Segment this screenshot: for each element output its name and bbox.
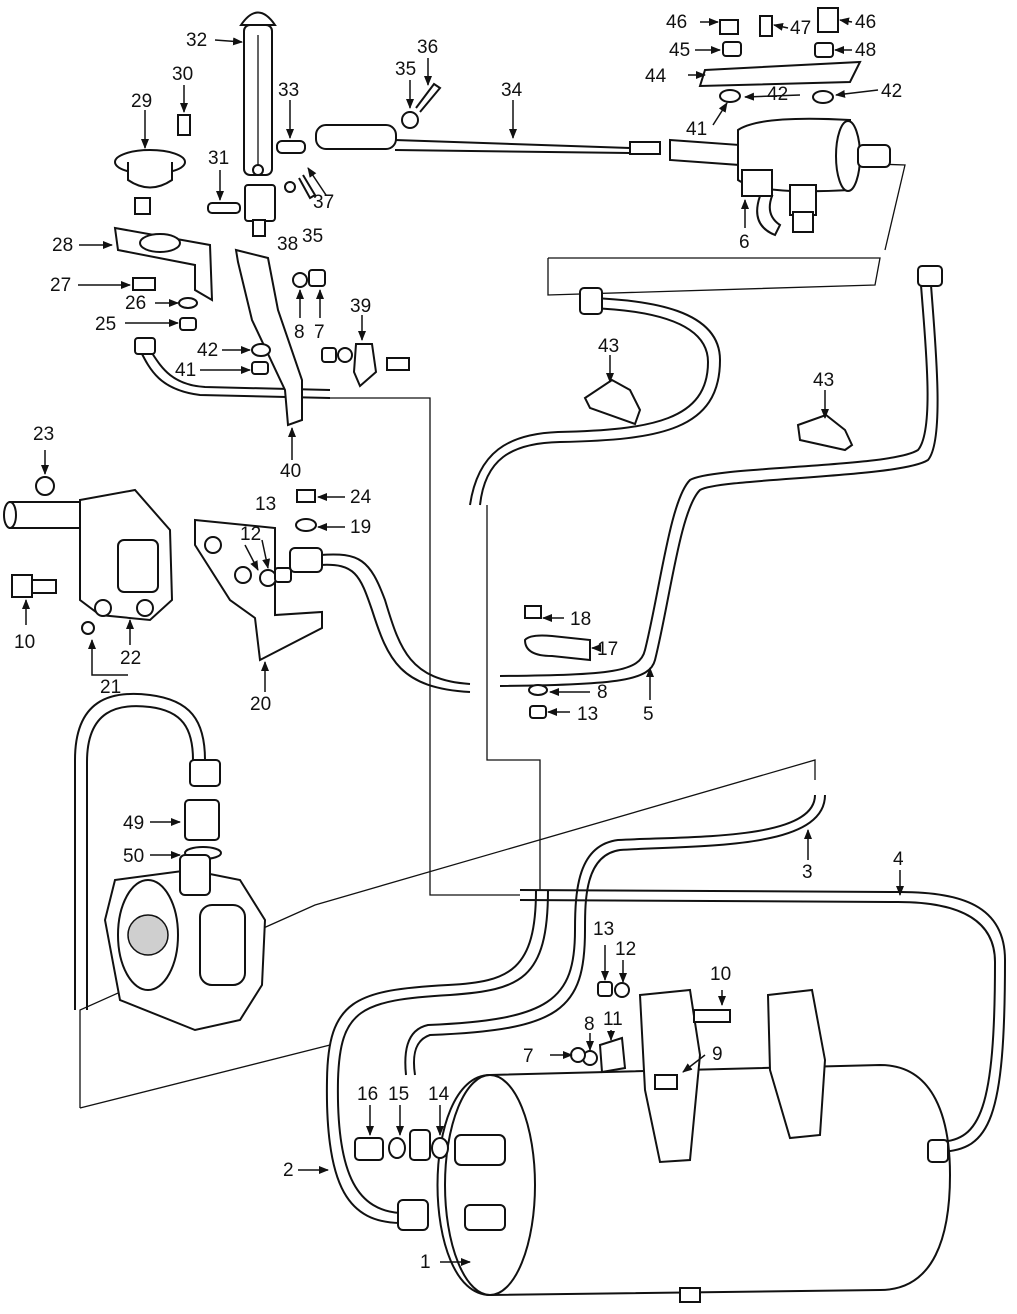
clevis-pin <box>207 202 241 214</box>
callout-22: 22 <box>120 648 141 669</box>
callout-10: 10 <box>14 632 35 653</box>
callout-29: 29 <box>131 91 152 112</box>
callout-8b: 8 <box>597 682 608 703</box>
callout-24: 24 <box>350 487 372 508</box>
rod-yoke <box>315 124 397 150</box>
callout-7: 7 <box>314 322 325 343</box>
callout-38: 38 <box>277 234 298 255</box>
callout-13b: 13 <box>577 704 598 725</box>
callout-46b: 46 <box>855 12 876 33</box>
callout-14: 14 <box>428 1084 450 1105</box>
callout-13c: 13 <box>593 919 614 940</box>
callout-42c: 42 <box>881 81 902 102</box>
hose-clip <box>321 343 410 388</box>
callout-1: 1 <box>420 1252 431 1273</box>
callout-25: 25 <box>95 314 116 335</box>
callout-36: 36 <box>417 37 438 58</box>
callout-labels: 1 2 3 4 5 6 7 7 8 8 8 9 10 10 11 12 12 1… <box>14 12 904 1273</box>
callout-7b: 7 <box>523 1046 534 1067</box>
callout-2: 2 <box>283 1160 294 1181</box>
callout-45: 45 <box>669 40 690 61</box>
lever-bracket <box>234 248 303 427</box>
callout-23: 23 <box>33 424 54 445</box>
callout-44: 44 <box>645 66 667 87</box>
air-reservoir-tank <box>397 988 952 1303</box>
callout-37: 37 <box>313 192 334 213</box>
callout-11: 11 <box>603 1009 623 1030</box>
callout-35b: 35 <box>302 226 323 247</box>
callout-32: 32 <box>186 30 207 51</box>
callout-8c: 8 <box>584 1014 595 1035</box>
callout-41b: 41 <box>686 119 707 140</box>
callout-4: 4 <box>893 849 904 870</box>
callout-5: 5 <box>643 704 654 725</box>
mounting-bracket <box>113 114 214 302</box>
callout-43b: 43 <box>813 370 834 391</box>
callout-16: 16 <box>357 1084 378 1105</box>
callout-46: 46 <box>666 12 687 33</box>
callout-10b: 10 <box>710 964 731 985</box>
callout-12: 12 <box>240 524 261 545</box>
callout-30: 30 <box>172 64 193 85</box>
callout-27: 27 <box>50 275 71 296</box>
callout-50: 50 <box>123 846 144 867</box>
callout-17: 17 <box>597 639 618 660</box>
callout-34: 34 <box>501 80 523 101</box>
callout-33: 33 <box>278 80 299 101</box>
valve-mounting-bracket <box>194 518 323 662</box>
callout-40: 40 <box>280 461 301 482</box>
callout-21: 21 <box>100 677 121 698</box>
callout-28: 28 <box>52 235 73 256</box>
governor-valve <box>669 7 891 237</box>
air-compressor <box>103 759 267 1032</box>
callout-42: 42 <box>197 340 218 361</box>
brake-valve <box>3 476 174 635</box>
callout-49: 49 <box>123 813 144 834</box>
callout-48: 48 <box>855 40 876 61</box>
callout-15: 15 <box>388 1084 409 1105</box>
callout-31: 31 <box>208 148 229 169</box>
callout-18: 18 <box>570 609 591 630</box>
clevis <box>244 184 276 222</box>
callout-19: 19 <box>350 517 371 538</box>
callout-6: 6 <box>739 232 750 253</box>
callout-39: 39 <box>350 296 371 317</box>
callout-35: 35 <box>395 59 416 80</box>
callout-leaders <box>22 17 904 1266</box>
callout-43: 43 <box>598 336 619 357</box>
callout-13: 13 <box>255 494 276 515</box>
parts <box>3 7 952 1303</box>
callout-47: 47 <box>790 18 811 39</box>
callout-9: 9 <box>712 1044 723 1065</box>
air-lines <box>74 139 1007 1224</box>
callout-3: 3 <box>802 862 813 883</box>
callout-12b: 12 <box>615 939 636 960</box>
callout-26: 26 <box>125 293 146 314</box>
callout-8: 8 <box>294 322 305 343</box>
callout-42b: 42 <box>767 84 788 105</box>
callout-41: 41 <box>175 360 196 381</box>
control-lever <box>239 11 277 176</box>
callout-20: 20 <box>250 694 271 715</box>
